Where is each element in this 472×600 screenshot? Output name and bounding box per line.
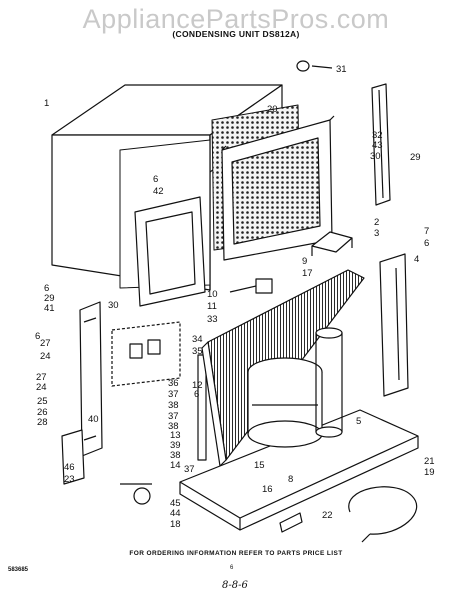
callout-number: 25 [37, 396, 48, 407]
callout-number: 16 [262, 484, 273, 495]
callout-number: 15 [254, 460, 265, 471]
diagram-code: 583685 [8, 567, 29, 573]
callout-number: 42 [153, 186, 164, 197]
callout-number: 11 [207, 301, 217, 312]
callout-number: 44 [170, 508, 181, 519]
callout-number: 6 [44, 283, 49, 294]
base-rail [279, 512, 303, 533]
callout-number: 40 [88, 414, 99, 425]
callout-number: 37 [184, 464, 195, 475]
callout-number: 18 [170, 519, 181, 530]
callout-number: 1 [44, 98, 49, 109]
callout-number: 5 [356, 416, 361, 427]
callout-number: 7 [424, 226, 429, 237]
compressor [247, 357, 323, 448]
front-frame [221, 115, 335, 261]
callout-number: 13 [170, 430, 181, 441]
callout-number: 27 [36, 372, 47, 383]
access-panel [134, 196, 206, 307]
control-panel [79, 301, 103, 457]
callout-number: 29 [44, 293, 55, 304]
lower-panel [61, 429, 85, 485]
callout-number: 29 [410, 152, 421, 163]
callout-number: 36 [168, 378, 179, 389]
callout-number: 3 [374, 228, 379, 239]
callout-number: 41 [44, 303, 55, 314]
watermark: AppliancePartsPros.com [82, 4, 390, 34]
cap-part [296, 60, 333, 72]
callout-number: 24 [40, 351, 51, 362]
mounting-bracket [311, 231, 353, 256]
callout-number: 38 [170, 450, 181, 461]
callout-number: 6 [194, 389, 199, 400]
callout-number: 24 [36, 382, 47, 393]
callout-number: 10 [207, 289, 218, 300]
callout-number: 27 [40, 338, 51, 349]
callout-number: 2 [374, 217, 379, 228]
callout-number: 14 [170, 460, 181, 471]
ordering-note: FOR ORDERING INFORMATION REFER TO PARTS … [129, 550, 343, 557]
callout-number: 37 [168, 411, 179, 422]
callout-number: 12 [192, 380, 203, 391]
page-number: 6 [230, 565, 234, 571]
callout-number: 31 [336, 64, 347, 75]
capacitor [120, 483, 152, 505]
callout-number: 33 [207, 314, 218, 325]
date-stamp: 8-8-6 [222, 580, 248, 591]
callout-number: 23 [64, 474, 75, 485]
callout-number: 20 [267, 104, 278, 115]
callout-number: 19 [424, 467, 435, 478]
callout-number: 39 [170, 440, 181, 451]
callout-number: 38 [168, 400, 179, 411]
control-switches [129, 339, 161, 359]
relay [229, 278, 273, 294]
callout-number: 30 [108, 300, 119, 311]
callout-number: 22 [322, 510, 333, 521]
diagram-title: (CONDENSING UNIT DS812A) [172, 29, 300, 39]
callout-number: 32 [372, 130, 383, 141]
callout-number: 37 [168, 389, 179, 400]
callout-number: 43 [372, 140, 383, 151]
callout-number: 26 [37, 407, 48, 418]
accumulator [315, 327, 343, 438]
callout-number: 21 [424, 456, 435, 467]
power-cord [348, 486, 418, 543]
callout-number: 35 [192, 346, 203, 357]
callout-number: 8 [288, 474, 293, 485]
callout-number: 9 [302, 256, 307, 267]
side-panel [379, 253, 409, 397]
callout-number: 45 [170, 498, 181, 509]
callout-number: 46 [64, 462, 75, 473]
callout-number: 6 [153, 174, 158, 185]
callout-number: 34 [192, 334, 203, 345]
callout-number: 6 [35, 331, 40, 342]
terminal-strip [197, 354, 207, 461]
control-box [111, 321, 181, 387]
trim-rail [371, 83, 391, 206]
callout-number: 17 [302, 268, 313, 279]
callout-number: 6 [424, 238, 429, 249]
callout-number: 30 [370, 151, 381, 162]
callout-number: 4 [414, 254, 419, 265]
callout-number: 38 [168, 421, 179, 432]
callout-number: 28 [37, 417, 48, 428]
